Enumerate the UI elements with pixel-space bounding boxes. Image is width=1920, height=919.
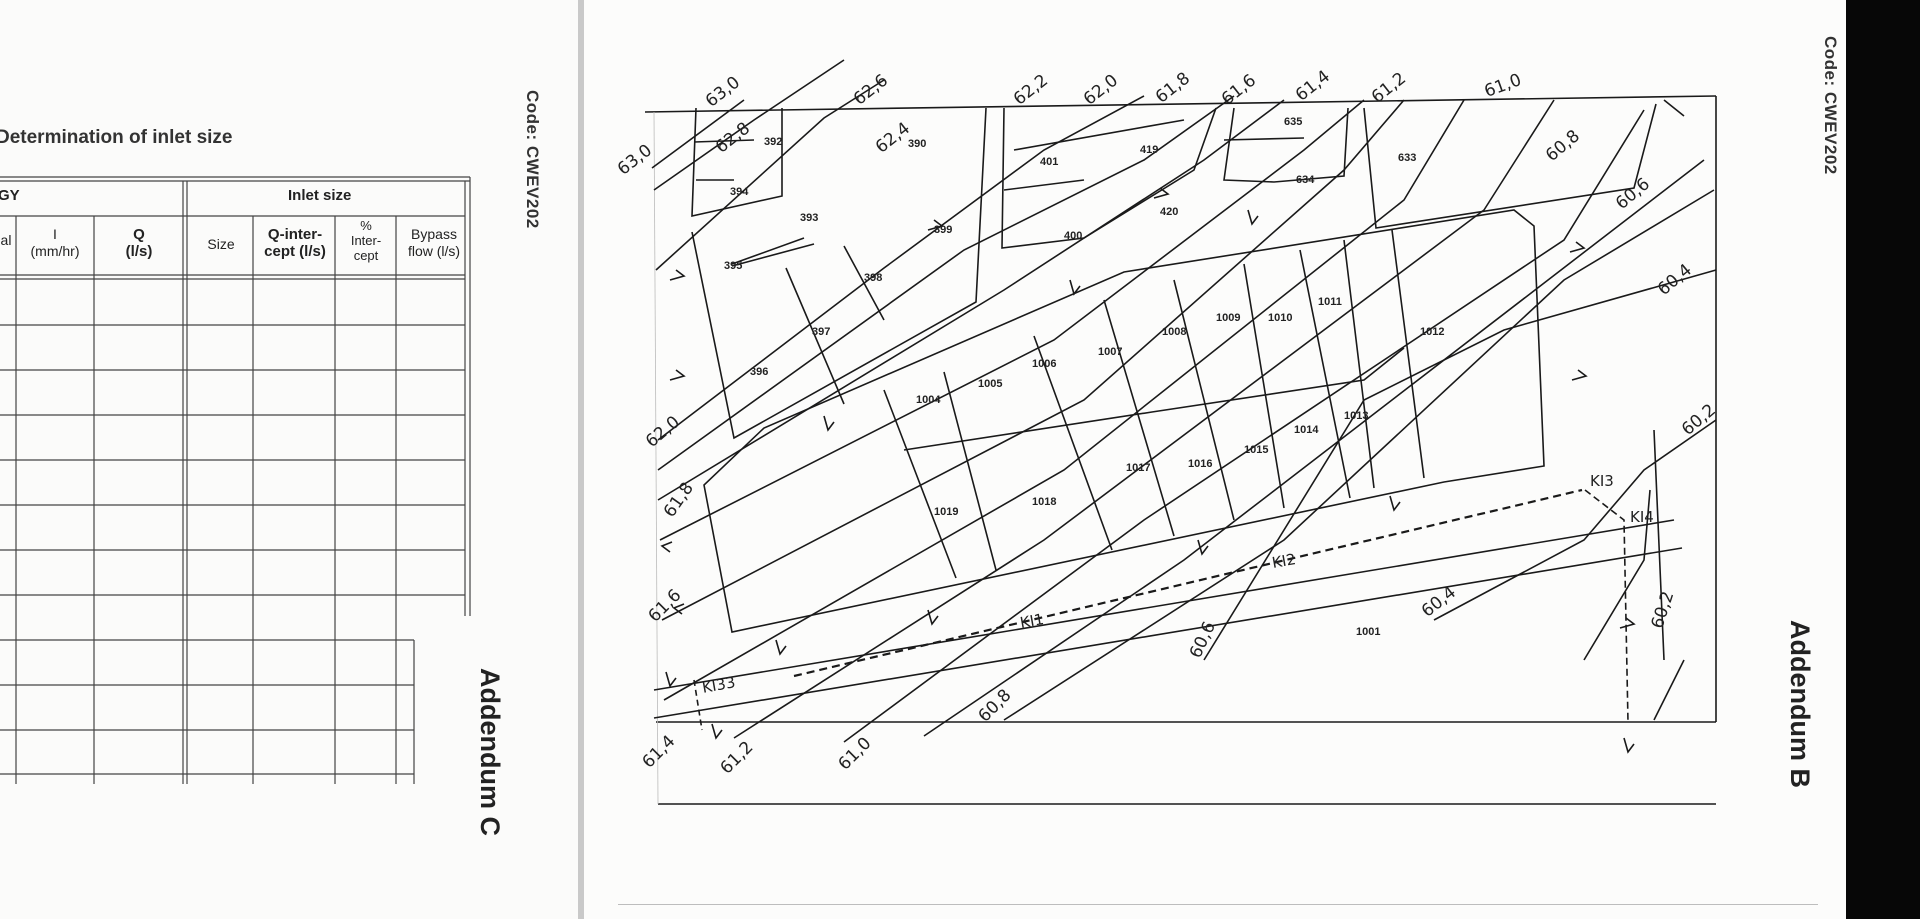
plot-number: 397	[812, 326, 831, 338]
plot-number: 1006	[1032, 358, 1057, 370]
plot-number: 1013	[1344, 410, 1369, 422]
plot-number: 1014	[1294, 424, 1319, 436]
plot-number: 1017	[1126, 462, 1151, 474]
plot-number: 1001	[1356, 626, 1381, 638]
plot-number: 399	[934, 224, 953, 236]
plot-number: 419	[1140, 144, 1159, 156]
plot-number: 1019	[934, 506, 959, 518]
plot-number: 635	[1284, 116, 1303, 128]
plot-number: 1015	[1244, 444, 1269, 456]
plot-number: 1007	[1098, 346, 1123, 358]
plot-number: 420	[1160, 206, 1179, 218]
plot-number: 395	[724, 260, 743, 272]
plot-number: 1010	[1268, 312, 1293, 324]
addendum-label: Addendum B	[1785, 620, 1815, 788]
plot-number: 1008	[1162, 326, 1187, 338]
col-header-intensity: I (mm/hr)	[30, 226, 80, 259]
left-page: Determination of inlet size	[0, 0, 578, 919]
plot-number: 398	[864, 272, 883, 284]
plot-number: 1005	[978, 378, 1003, 390]
col-header-percent-intercept: % Inter- cept	[350, 218, 382, 263]
plot-number: 634	[1296, 174, 1315, 186]
plot-number: 394	[730, 186, 749, 198]
scan-edge	[1846, 0, 1920, 919]
plot-number: 393	[800, 212, 819, 224]
col-header-bypass-flow: Bypass flow (l/s)	[407, 226, 461, 259]
addendum-label: Addendum C	[475, 668, 505, 836]
inlet-label: KI3	[1590, 472, 1614, 490]
plot-number: 1004	[916, 394, 941, 406]
code-label: Code: CWEV202	[523, 90, 542, 229]
inlet-label: KI4	[1630, 508, 1654, 526]
col-header-q-intercept: Q-inter- cept (l/s)	[264, 226, 326, 260]
right-page: 63,0 62,6 62,2 62,0 61,8 61,6 61,4 61,2 …	[584, 0, 1846, 919]
plot-number: 401	[1040, 156, 1059, 168]
col-header-q: Q (l/s)	[125, 226, 153, 260]
plot-number: 1011	[1318, 296, 1342, 308]
plot-number: 1016	[1188, 458, 1213, 470]
section-title: Determination of inlet size	[0, 127, 233, 148]
plot-number: 400	[1064, 230, 1083, 242]
plot-number: 392	[764, 136, 783, 148]
plot-number: 1009	[1216, 312, 1241, 324]
col-header-al: al	[0, 232, 12, 248]
plot-number: 390	[908, 138, 927, 150]
inlet-size-table	[0, 176, 471, 784]
page-gutter	[578, 0, 584, 919]
plot-number: 633	[1398, 152, 1417, 164]
drainage-site-plan	[644, 59, 1717, 805]
plot-number: 396	[750, 366, 769, 378]
group-header-right: Inlet size	[288, 187, 352, 204]
group-header-left: GY	[0, 187, 20, 204]
code-label: Code: CWEV202	[1821, 36, 1840, 175]
page-bottom-rule	[618, 904, 1818, 905]
plot-number: 1018	[1032, 496, 1057, 508]
col-header-size: Size	[207, 236, 235, 252]
plot-number: 1012	[1420, 326, 1445, 338]
